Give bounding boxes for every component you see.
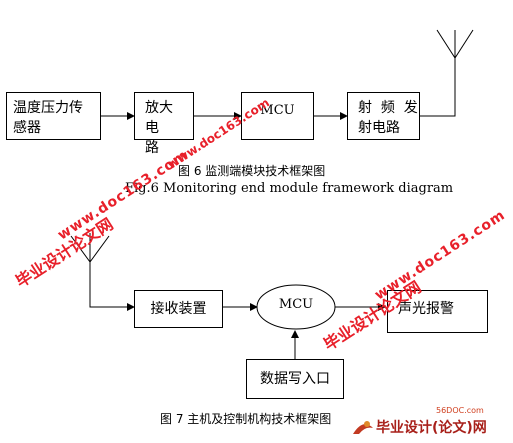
sensor-block: 温度压力传 感器 <box>6 92 101 140</box>
mcu-label: MCU <box>260 103 295 118</box>
receiver-label: 接收装置 <box>150 301 207 317</box>
mcu-block: MCU <box>241 92 314 140</box>
rf-transmitter-block: 射 频 发 射电路 <box>347 92 420 140</box>
rf-label-line2: 射电路 <box>358 120 400 136</box>
line-rf-to-antenna <box>419 58 456 117</box>
rf-label-line1: 射 频 发 <box>358 100 418 116</box>
amplifier-label-line2: 路 <box>145 140 159 156</box>
antenna-icon <box>436 29 474 59</box>
logo-icon <box>351 418 375 438</box>
mcu-ellipse <box>256 284 336 330</box>
mcu-ellipse-label: MCU <box>278 297 314 312</box>
data-input-label: 数据写入口 <box>260 371 330 387</box>
arrow-antenna-to-receiver <box>89 262 135 311</box>
antenna-icon <box>70 233 110 263</box>
fig6-caption-cn: 图 6 监测端模块技术框架图 <box>178 164 326 178</box>
receiver-block: 接收装置 <box>134 290 223 328</box>
sensor-label-line2: 感器 <box>13 120 41 136</box>
amplifier-label-line1: 放大电 <box>145 100 173 136</box>
sensor-label-line1: 温度压力传 <box>13 100 83 116</box>
fig6-caption-en: Fig.6 Monitoring end module framework di… <box>125 181 454 196</box>
alarm-label: 声光报警 <box>398 301 454 317</box>
logo-domain: 56DOC.com <box>436 406 484 415</box>
alarm-block: 声光报警 <box>387 290 488 333</box>
data-input-block: 数据写入口 <box>246 359 344 399</box>
logo-text: 毕业设计(论文)网 <box>376 420 487 436</box>
amplifier-block: 放大电 路 <box>134 92 194 156</box>
fig7-caption-cn: 图 7 主机及控制机构技术框架图 <box>160 412 332 426</box>
